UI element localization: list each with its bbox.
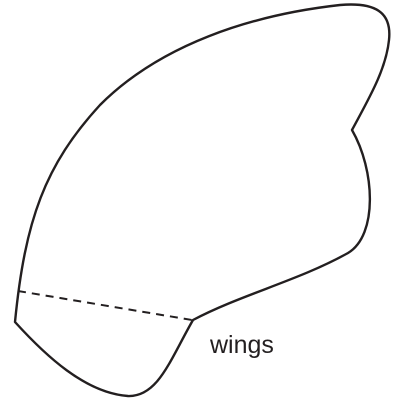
- wing-outline: [15, 4, 389, 396]
- wing-base-dashed-line: [18, 291, 192, 320]
- wings-label: wings: [210, 333, 274, 358]
